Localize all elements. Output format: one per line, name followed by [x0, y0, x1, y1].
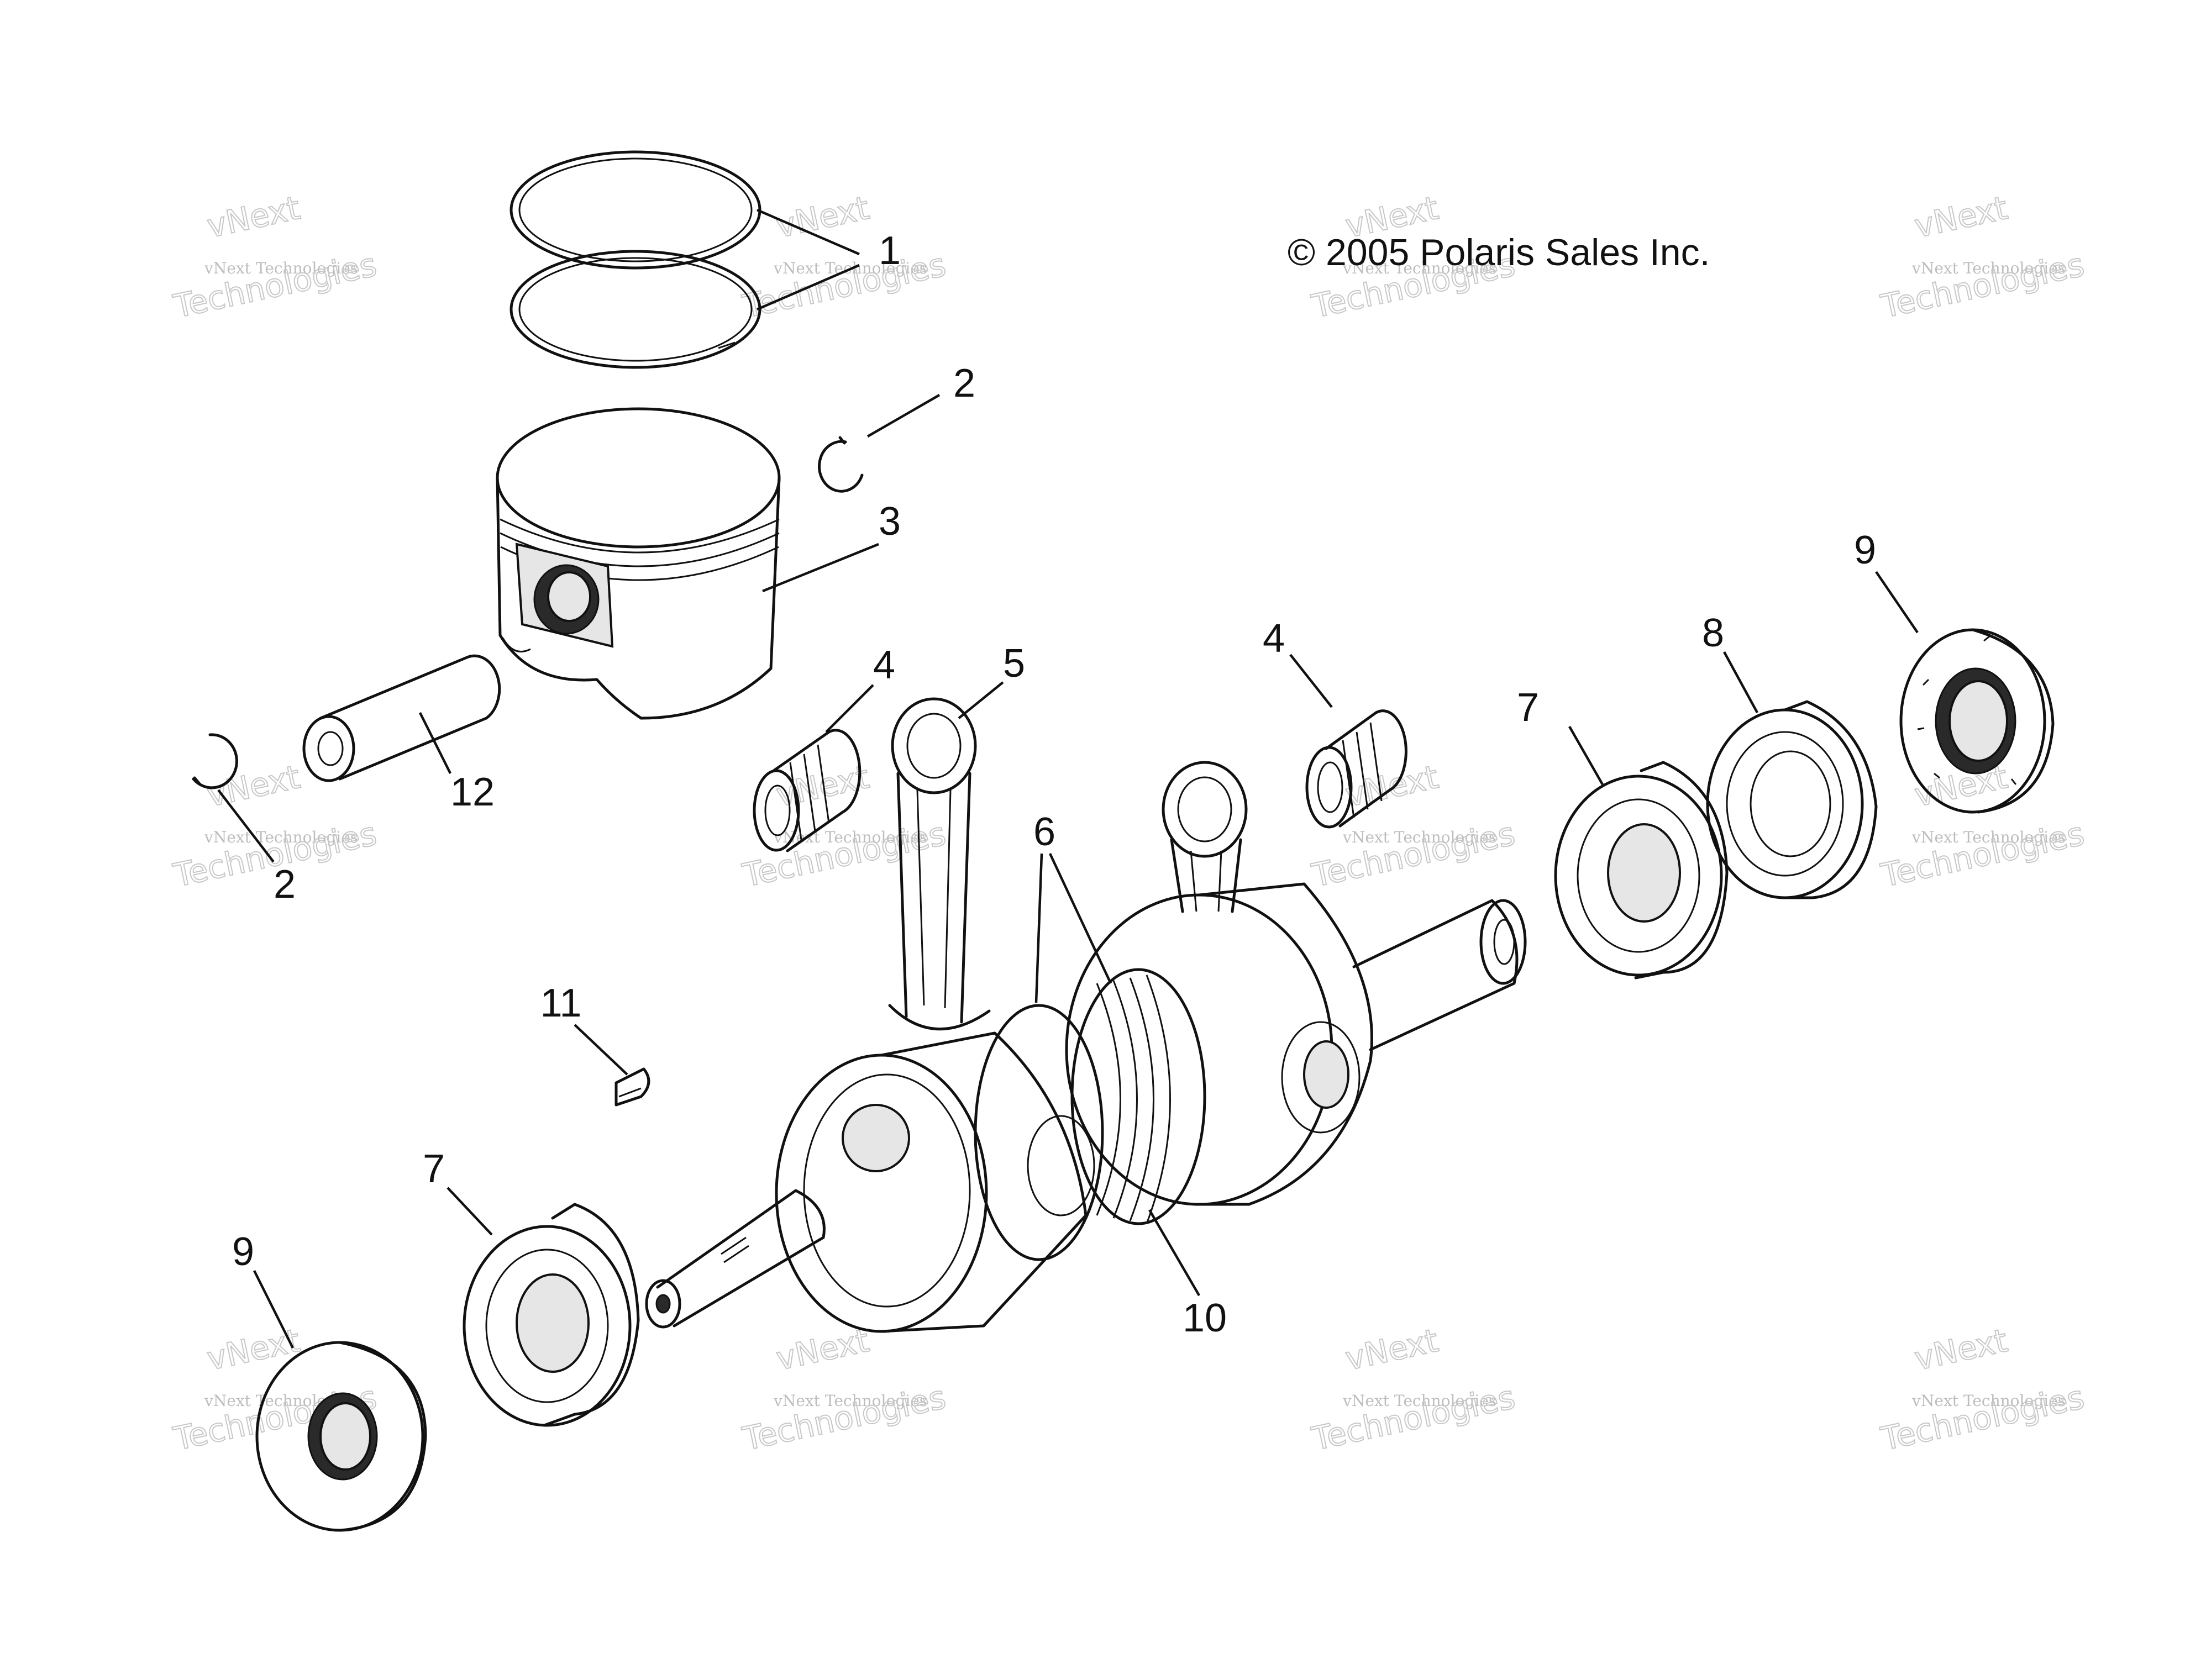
watermark: vNext vNext Technologies Technologies: [1877, 188, 2088, 326]
watermark-top: vNext: [1911, 189, 2011, 245]
callout-2-top: 2: [953, 361, 975, 405]
circlip-top: [818, 436, 864, 493]
woodruff-key: [614, 1067, 650, 1107]
bearing-8: [1706, 700, 1878, 899]
main-bearing-left: [463, 1203, 640, 1427]
callout-9-right: 9: [1854, 528, 1876, 572]
main-bearing-right: [1554, 761, 1729, 979]
watermark-line: vNext Technologies: [1911, 828, 2066, 846]
callout-11: 11: [540, 981, 582, 1025]
callout-8: 8: [1702, 611, 1724, 655]
watermark-top: vNext: [1911, 1321, 2011, 1378]
callout-labels: 1 2 3 12 2 4 5 4 6 10 11 7 9 7 8 9: [232, 229, 1876, 1340]
watermark-top: vNext: [1342, 758, 1442, 814]
callout-9-left: 9: [232, 1230, 254, 1274]
oil-seal-right: [1899, 628, 2055, 814]
watermark-bottom: Technologies: [170, 246, 380, 325]
watermark-line: vNext Technologies: [1342, 1392, 1496, 1410]
watermark-bottom: Technologies: [739, 246, 949, 325]
watermark-bottom: Technologies: [1878, 246, 2088, 325]
watermark-line: vNext Technologies: [1911, 1392, 2066, 1410]
callout-4-right: 4: [1263, 617, 1285, 661]
callout-4-left: 4: [873, 643, 895, 687]
callout-10: 10: [1183, 1296, 1227, 1340]
watermark-top: vNext: [1342, 1321, 1442, 1378]
watermark-bottom: Technologies: [1309, 1378, 1519, 1458]
connecting-rod-front: [888, 697, 991, 1031]
watermark-line: vNext Technologies: [1342, 828, 1496, 846]
oil-seal-left: [255, 1341, 427, 1532]
watermark-line: vNext Technologies: [204, 259, 358, 277]
watermark: vNext vNext Technologies Technologies: [1877, 757, 2088, 895]
watermark: vNext vNext Technologies Technologies: [170, 188, 381, 326]
watermark-bottom: Technologies: [1878, 1378, 2088, 1458]
callout-3: 3: [879, 499, 901, 544]
watermark-line: vNext Technologies: [1911, 259, 2066, 277]
copyright-notice: © 2005 Polaris Sales Inc.: [1288, 231, 1710, 273]
watermark-top: vNext: [773, 1321, 873, 1378]
leader-lines: [217, 208, 1919, 1349]
watermark: vNext vNext Technologies Technologies: [1877, 1321, 2088, 1458]
watermark-top: vNext: [204, 189, 303, 245]
circlip-left: [192, 733, 238, 789]
wrist-pin: [302, 654, 501, 782]
connecting-rod-rear: [1162, 761, 1248, 913]
callout-5: 5: [1003, 641, 1025, 686]
crankshaft: [645, 882, 1527, 1333]
callout-6: 6: [1033, 810, 1055, 854]
piston-rings: [510, 150, 761, 369]
watermark: vNext vNext Technologies Technologies: [1308, 1321, 1519, 1458]
piston: [496, 407, 781, 720]
callout-7-right: 7: [1517, 686, 1539, 730]
callout-2-left: 2: [274, 862, 296, 907]
watermark: vNext vNext Technologies Technologies: [739, 1321, 950, 1458]
watermark-line: vNext Technologies: [1342, 259, 1496, 277]
callout-7-left: 7: [423, 1147, 445, 1191]
watermark-bottom: Technologies: [739, 815, 949, 894]
watermark: vNext vNext Technologies Technologies: [739, 757, 950, 895]
callout-12: 12: [450, 770, 495, 814]
needle-bearing-right: [1305, 709, 1407, 829]
watermark-bottom: Technologies: [739, 1378, 949, 1458]
watermark-group: vNext vNext Technologies Technologies vN…: [170, 188, 2088, 1458]
callout-1: 1: [879, 229, 901, 273]
watermark-bottom: Technologies: [1878, 815, 2088, 894]
watermark-line: vNext Technologies: [773, 1392, 927, 1410]
needle-bearing-left: [753, 729, 862, 852]
watermark: vNext vNext Technologies Technologies: [739, 188, 950, 326]
watermark-line: vNext Technologies: [204, 828, 358, 846]
watermark-top: vNext: [773, 189, 873, 245]
watermark-top: vNext: [204, 1321, 303, 1378]
